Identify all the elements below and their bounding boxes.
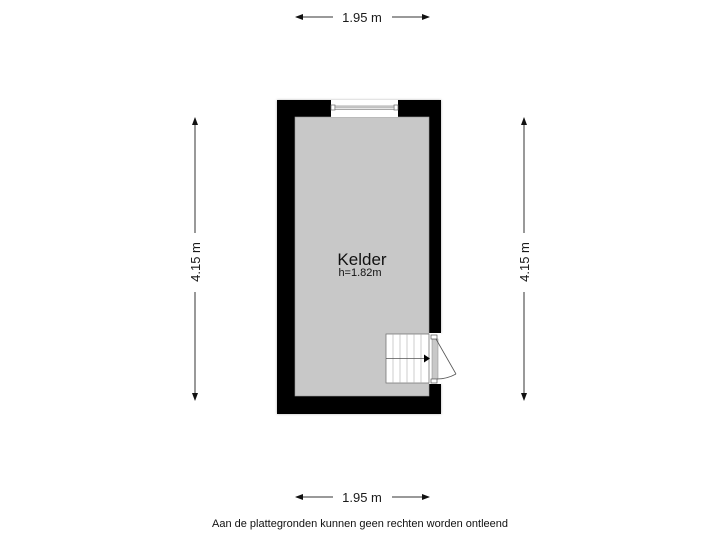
window xyxy=(330,100,399,117)
dimension-top-label: 1.95 m xyxy=(342,10,382,25)
dimension-bottom-label: 1.95 m xyxy=(342,490,382,505)
room-height: h=1.82m xyxy=(338,267,381,279)
dimension-left: 4.15 m xyxy=(188,117,203,401)
dimension-bottom: 1.95 m xyxy=(295,490,430,505)
dimension-left-label: 4.15 m xyxy=(188,242,203,282)
dimension-right: 4.15 m xyxy=(517,117,532,401)
door xyxy=(429,333,457,384)
disclaimer: Aan de plattegronden kunnen geen rechten… xyxy=(212,518,508,530)
dimension-top: 1.95 m xyxy=(295,10,430,25)
room-name: Kelder xyxy=(337,250,386,269)
stair-direction-arrow-icon xyxy=(424,354,430,363)
dimension-right-label: 4.15 m xyxy=(517,242,532,282)
staircase xyxy=(385,333,430,384)
